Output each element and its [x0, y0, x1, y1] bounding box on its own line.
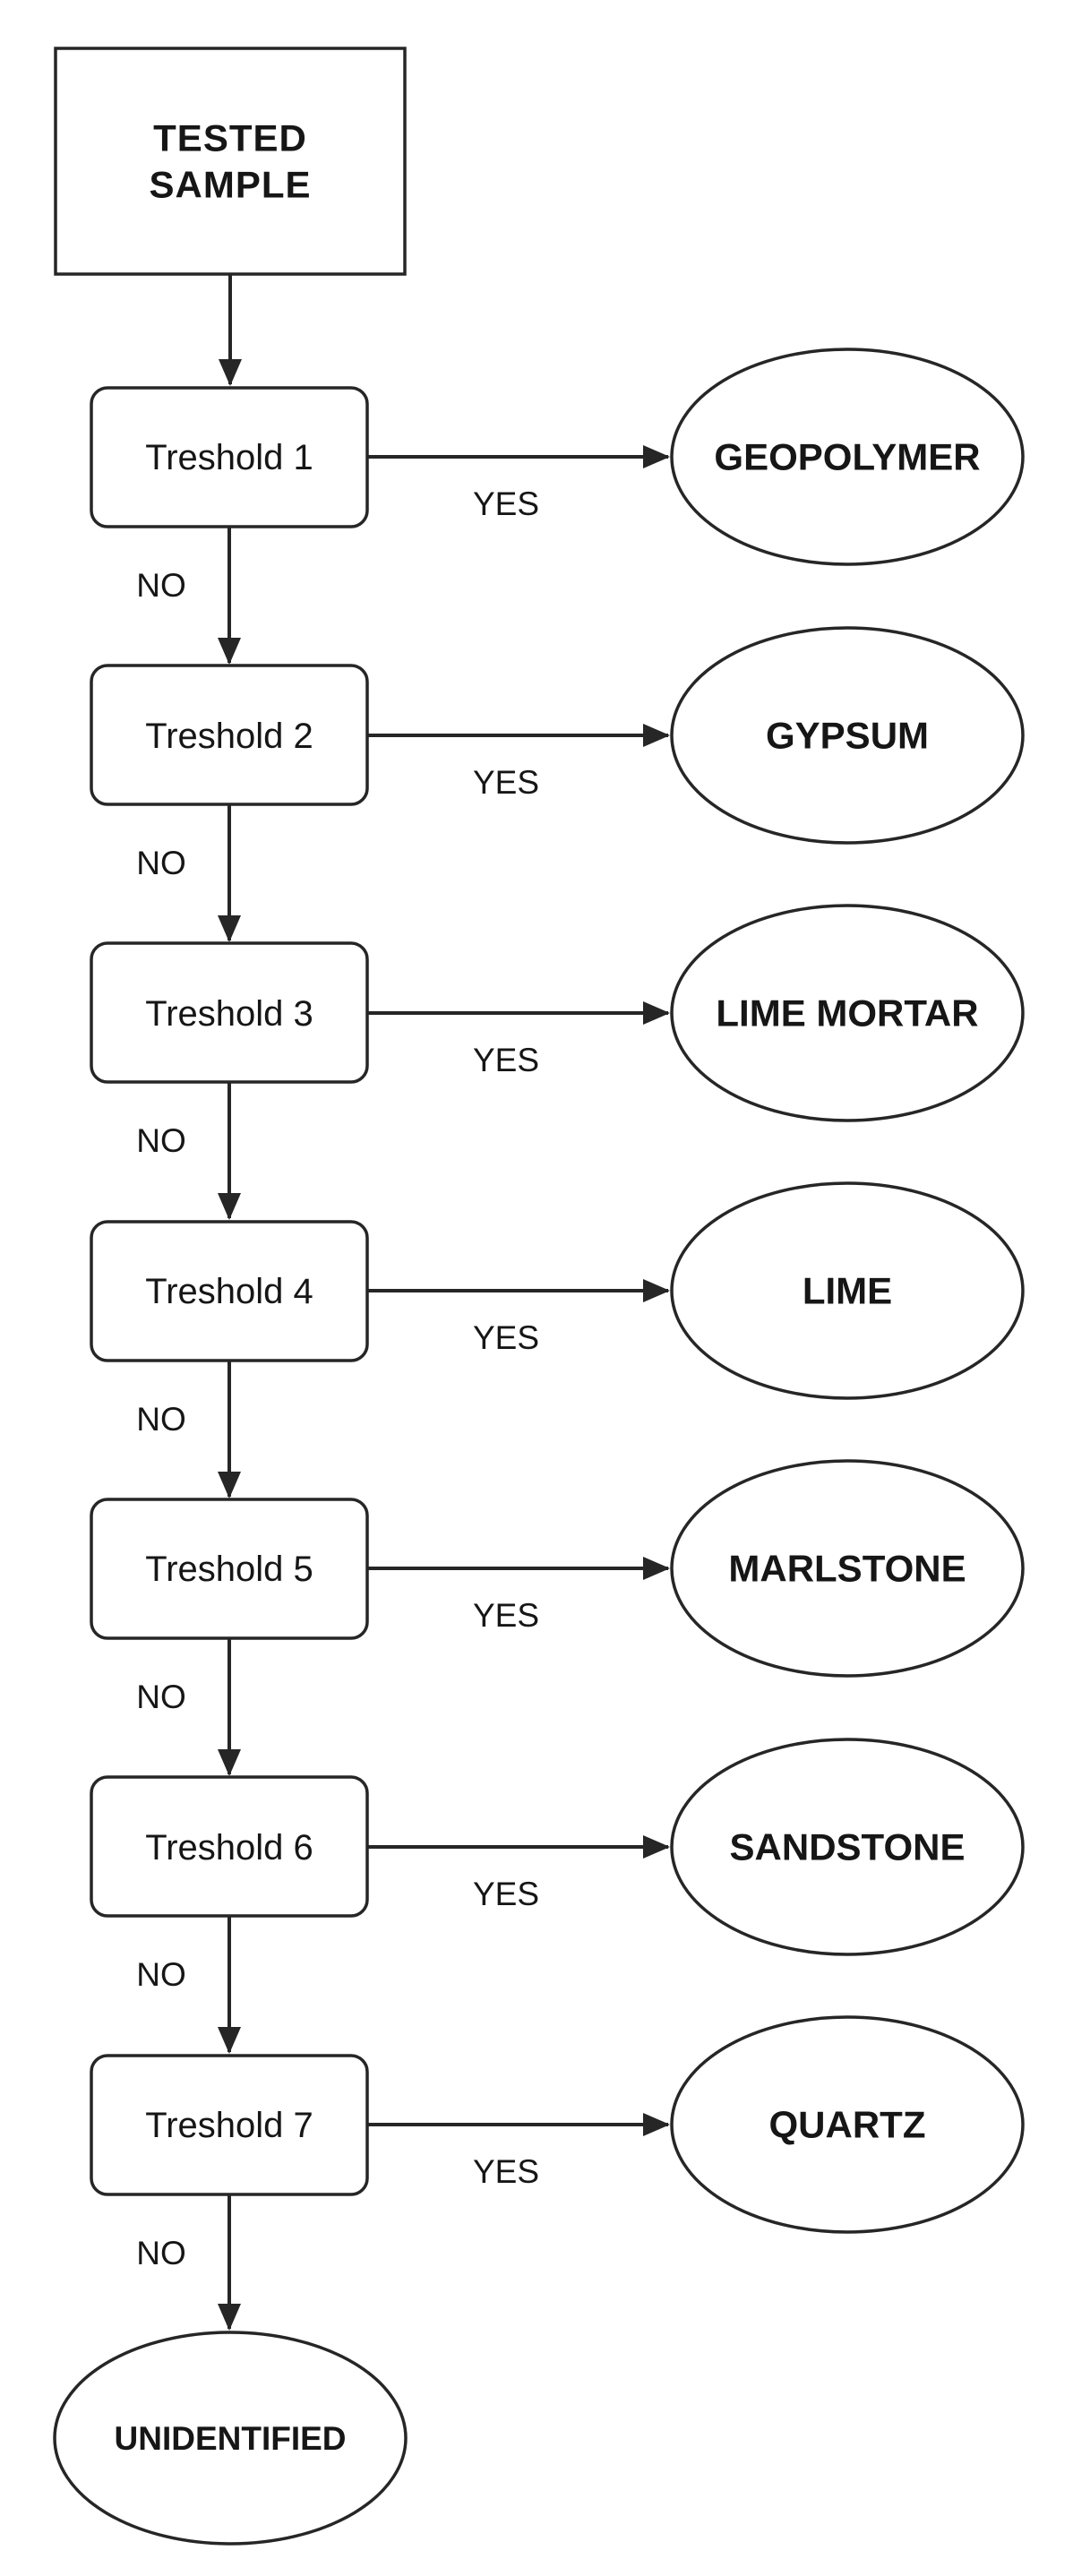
treshold-2-label: Treshold 2: [145, 717, 313, 756]
tested-sample-box: [54, 47, 407, 276]
yes-label-1: YES: [473, 485, 539, 522]
result-lime-ellipse: [670, 1181, 1025, 1400]
yes-label-4: YES: [473, 1319, 539, 1356]
yes-label-2: YES: [473, 764, 539, 801]
result-lime-label: LIME: [803, 1270, 892, 1312]
result-unidentified-label: UNIDENTIFIED: [115, 2420, 347, 2457]
treshold-6-label: Treshold 6: [145, 1828, 313, 1868]
fallback-node-group: UNIDENTIFIED: [53, 2331, 408, 2546]
result-quartz-label: QUARTZ: [769, 2104, 926, 2146]
decision-row-7: Treshold 7 YES QUARTZ NO: [90, 2015, 1025, 2331]
yes-label-5: YES: [473, 1597, 539, 1634]
result-lime-mortar-label: LIME MORTAR: [716, 992, 978, 1035]
result-sandstone-ellipse: [670, 1738, 1025, 1956]
treshold-1-label: Treshold 1: [145, 438, 313, 477]
tested-sample-label-line2: SAMPLE: [149, 164, 311, 206]
result-marlstone-label: MARLSTONE: [728, 1548, 966, 1590]
no-label-2: NO: [136, 845, 186, 881]
result-gypsum-ellipse: [670, 626, 1025, 845]
yes-label-3: YES: [473, 1042, 539, 1078]
no-label-5: NO: [136, 1679, 186, 1715]
result-geopolymer-ellipse: [670, 348, 1025, 566]
result-lime-mortar-ellipse: [670, 904, 1025, 1122]
result-sandstone-label: SANDSTONE: [730, 1826, 966, 1868]
tested-sample-label-line1: TESTED: [153, 117, 307, 159]
no-label-4: NO: [136, 1401, 186, 1438]
decision-row-2: Treshold 2 YES GYPSUM NO: [90, 626, 1025, 942]
no-label-1: NO: [136, 567, 186, 604]
no-label-7: NO: [136, 2235, 186, 2271]
treshold-3-label: Treshold 3: [145, 994, 313, 1034]
result-gypsum-label: GYPSUM: [766, 715, 929, 757]
yes-label-6: YES: [473, 1876, 539, 1912]
decision-row-1: Treshold 1 YES GEOPOLYMER NO: [90, 348, 1025, 665]
result-marlstone-ellipse: [670, 1459, 1025, 1678]
treshold-4-label: Treshold 4: [145, 1272, 313, 1311]
no-label-3: NO: [136, 1122, 186, 1159]
yes-label-7: YES: [473, 2153, 539, 2190]
result-geopolymer-label: GEOPOLYMER: [714, 436, 980, 478]
treshold-5-label: Treshold 5: [145, 1550, 313, 1589]
decision-row-6: Treshold 6 YES SANDSTONE NO: [90, 1738, 1025, 2054]
decision-row-3: Treshold 3 YES LIME MORTAR NO: [90, 904, 1025, 1220]
decision-row-5: Treshold 5 YES MARLSTONE NO: [90, 1459, 1025, 1776]
start-node-group: TESTED SAMPLE: [54, 47, 407, 386]
result-quartz-ellipse: [670, 2015, 1025, 2234]
no-label-6: NO: [136, 1956, 186, 1993]
decision-row-4: Treshold 4 YES LIME NO: [90, 1181, 1025, 1498]
treshold-7-label: Treshold 7: [145, 2106, 313, 2145]
result-unidentified-ellipse: [53, 2331, 408, 2546]
